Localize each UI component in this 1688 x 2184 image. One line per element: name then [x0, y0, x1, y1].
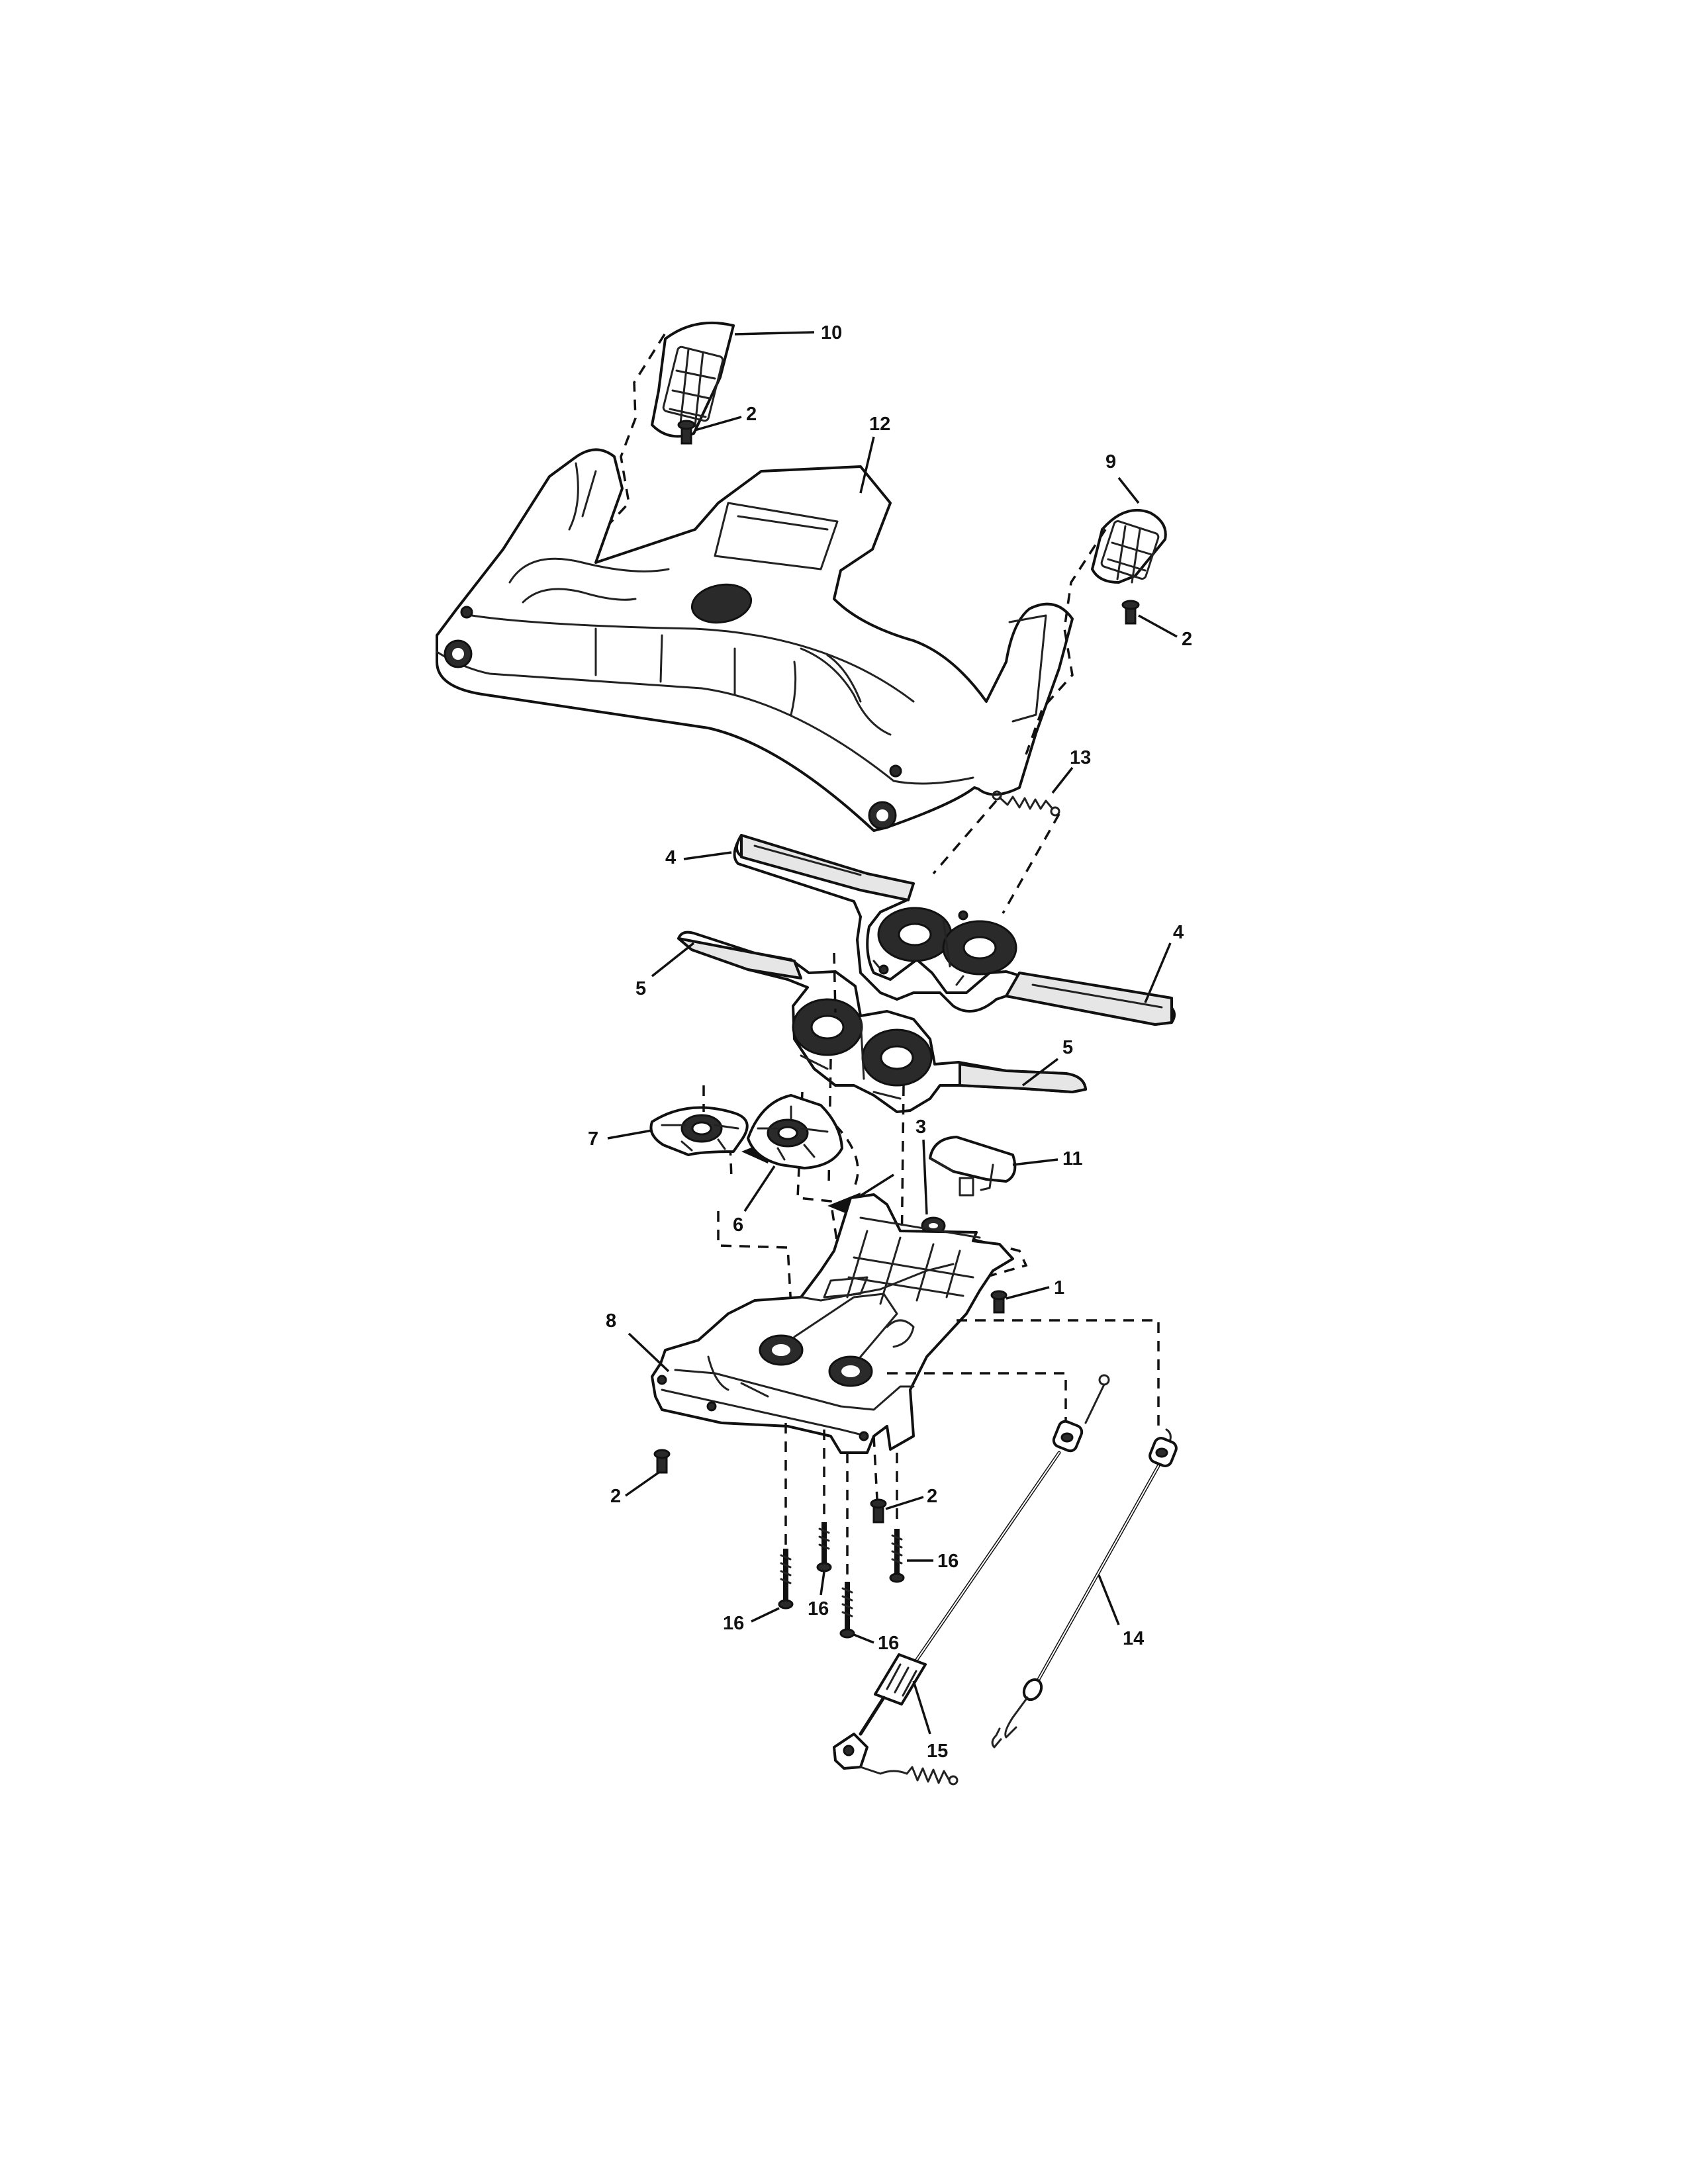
callout-7: 7: [588, 1128, 598, 1150]
callout-1: 1: [1054, 1277, 1064, 1298]
part-16-screw-b: [816, 1522, 832, 1572]
part-8-base-plate: [651, 1193, 1014, 1454]
callout-11: 11: [1062, 1148, 1083, 1169]
callout-8: 8: [606, 1310, 616, 1332]
callout-5-left: 5: [635, 978, 646, 999]
part-4-control-lever: [733, 834, 1176, 1026]
callout-2-right: 2: [1182, 629, 1192, 650]
callout-2-left: 2: [610, 1486, 621, 1507]
part-5-control-lever: [677, 931, 1087, 1113]
callout-15: 15: [927, 1741, 948, 1762]
part-7-cam-plate: [649, 1106, 749, 1156]
part-9-handle-grip: [1091, 508, 1167, 584]
callout-2-top: 2: [746, 404, 757, 425]
part-12-console-panel: [436, 448, 1074, 832]
callout-10: 10: [821, 322, 842, 343]
callout-3: 3: [915, 1116, 926, 1138]
callout-4-left: 4: [665, 847, 676, 868]
part-10-handle-grip: [651, 321, 735, 438]
callout-16-c: 16: [878, 1633, 899, 1654]
part-16-screw-a: [778, 1549, 794, 1610]
part-2-screw-left: [653, 1449, 671, 1474]
callout-5-right: 5: [1062, 1037, 1073, 1058]
callout-16-b: 16: [808, 1598, 829, 1619]
callout-2-bottom: 2: [927, 1486, 937, 1507]
callout-4-right: 4: [1173, 922, 1184, 943]
callout-12: 12: [869, 414, 890, 435]
callout-14: 14: [1123, 1628, 1144, 1649]
callout-13: 13: [1070, 747, 1091, 768]
part-16-screw-d: [889, 1529, 905, 1583]
part-11-bracket: [929, 1136, 1017, 1197]
part-2-screw-right: [1121, 600, 1140, 625]
callout-6: 6: [733, 1214, 743, 1236]
callout-16-d: 16: [937, 1551, 959, 1572]
part-15-cable: [833, 1374, 1110, 1786]
callout-9: 9: [1105, 451, 1116, 473]
part-16-screw-c: [839, 1582, 855, 1639]
part-2-screw-bottom: [870, 1498, 887, 1524]
part-14-cable: [991, 1428, 1178, 1749]
part-2-screw-top: [677, 420, 696, 445]
callout-16-a: 16: [723, 1613, 744, 1634]
part-1-screw: [990, 1290, 1008, 1314]
part-6-cam-plate: [747, 1094, 843, 1169]
part-13-spring: [992, 790, 1060, 817]
